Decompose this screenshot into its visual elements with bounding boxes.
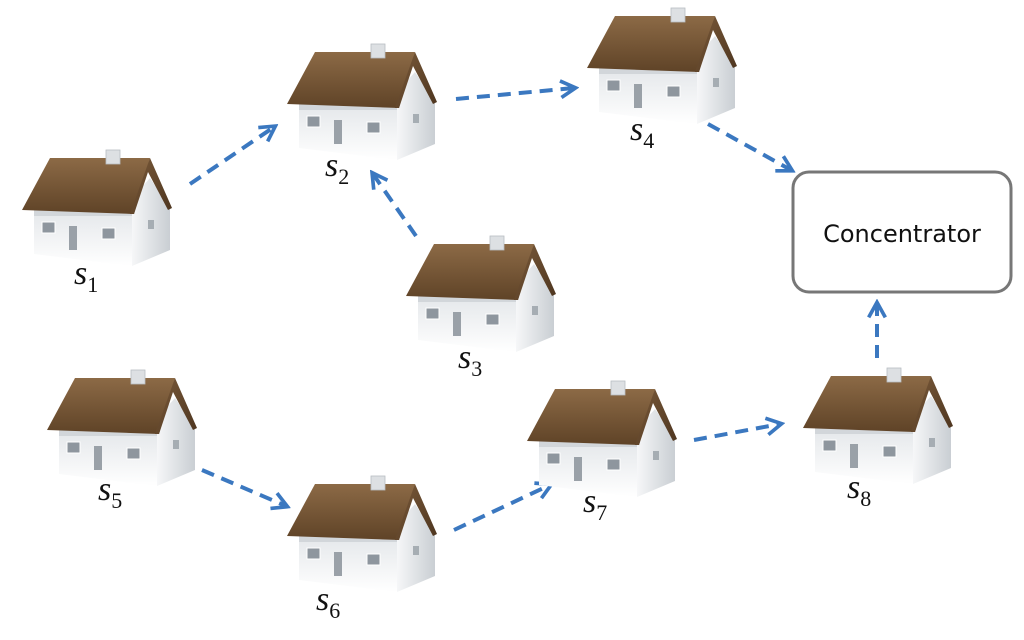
house-icon [286, 475, 438, 593]
arrow-s2-to-s4 [455, 88, 574, 101]
svg-text:s7: s7 [583, 483, 607, 525]
house-icon [526, 380, 678, 498]
node-index: 2 [338, 164, 349, 189]
house-icon [46, 369, 198, 487]
node-index: 5 [111, 488, 122, 513]
node-s6: s6 [286, 475, 438, 623]
node-letter: s [316, 581, 329, 618]
node-index: 4 [643, 128, 654, 153]
house-icon [802, 367, 954, 485]
node-index: 1 [87, 272, 98, 297]
svg-text:s6: s6 [316, 581, 340, 623]
arrows [188, 88, 877, 532]
node-letter: s [847, 469, 860, 506]
node-index: 7 [596, 500, 607, 525]
node-letter: s [630, 111, 643, 148]
house-icon [286, 43, 438, 161]
node-s2: s2 [286, 43, 438, 189]
node-letter: s [583, 483, 596, 520]
svg-text:s3: s3 [458, 339, 482, 381]
arrow-s5-to-s6 [201, 468, 286, 506]
node-s3: s3 [405, 235, 557, 381]
svg-text:s1: s1 [74, 255, 98, 297]
concentrator: Concentrator [791, 170, 1013, 294]
svg-text:s5: s5 [98, 471, 122, 513]
arrow-s3-to-s2 [373, 174, 418, 238]
svg-text:s2: s2 [325, 147, 349, 189]
node-index: 3 [471, 356, 482, 381]
node-s7: s7 [526, 380, 678, 525]
arrow-s6-to-s7 [453, 485, 550, 532]
node-s8: s8 [802, 367, 954, 511]
node-index: 8 [860, 486, 871, 511]
node-s1: s1 [21, 149, 173, 297]
concentrator-box [791, 170, 1013, 294]
house-icon [405, 235, 557, 353]
house-icon [21, 149, 173, 267]
node-letter: s [458, 339, 471, 376]
node-letter: s [74, 255, 87, 292]
svg-text:s4: s4 [630, 111, 654, 153]
node-s4: s4 [586, 7, 738, 153]
svg-text:s8: s8 [847, 469, 871, 511]
node-letter: s [98, 471, 111, 508]
concentrator-label: Concentrator [823, 220, 981, 248]
arrow-s7-to-s8 [693, 424, 780, 442]
house-icon [586, 7, 738, 125]
arrow-s1-to-s2 [188, 127, 274, 186]
node-letter: s [325, 147, 338, 184]
node-index: 6 [329, 598, 340, 623]
arrow-s4-to-concentrator [707, 122, 791, 170]
node-s5: s5 [46, 369, 198, 513]
